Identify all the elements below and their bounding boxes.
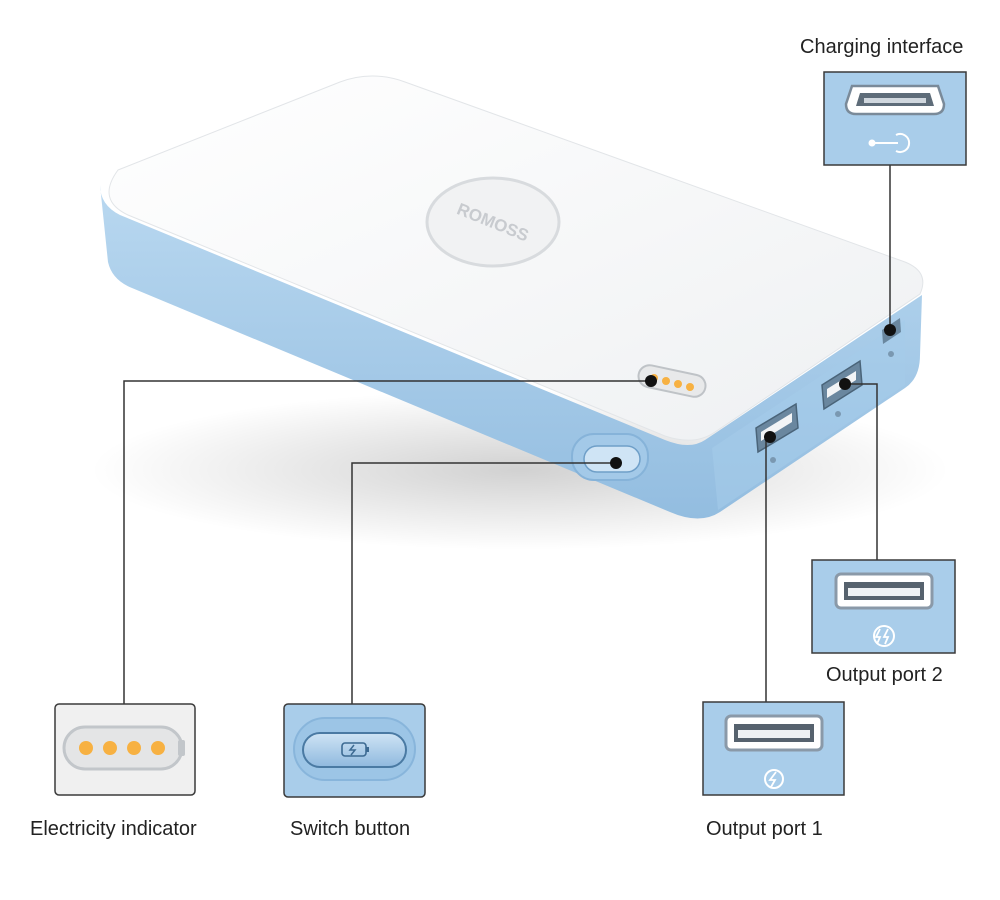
label-charging-interface: Charging interface (800, 36, 964, 58)
dot-output-2 (839, 378, 851, 390)
fast-charge-icon (873, 625, 895, 647)
label-electricity-indicator: Electricity indicator (30, 818, 197, 840)
label-output-port-2: Output port 2 (826, 664, 943, 686)
dot-charging (884, 324, 896, 336)
panel-charging-interface (823, 71, 967, 166)
panel-output-port-2 (811, 559, 956, 654)
logo-badge (425, 176, 561, 268)
leader-line-switch (351, 462, 616, 704)
indicator-led-1 (79, 741, 93, 755)
leader-dots (610, 324, 896, 469)
panel-switch-button (283, 703, 426, 798)
lightning-bolt-icon (764, 769, 784, 789)
dot-indicator (645, 375, 657, 387)
panel-electricity-indicator (54, 703, 196, 796)
micro-usb-input-icon (868, 133, 911, 153)
label-output-port-1: Output port 1 (706, 818, 823, 840)
device-switch (571, 433, 649, 481)
indicator-led-3 (127, 741, 141, 755)
leader-line-indicator (123, 380, 651, 704)
battery-bolt-icon (341, 742, 369, 757)
power-bank: ROMOSS (100, 75, 924, 519)
label-switch-button: Switch button (290, 818, 411, 840)
dot-output-1 (764, 431, 776, 443)
power-bank-side (100, 185, 922, 519)
indicator-led-4 (151, 741, 165, 755)
leader-line-output-2 (845, 383, 878, 560)
panel-output-port-1 (702, 701, 845, 796)
indicator-led-2 (103, 741, 117, 755)
dot-switch (610, 457, 622, 469)
